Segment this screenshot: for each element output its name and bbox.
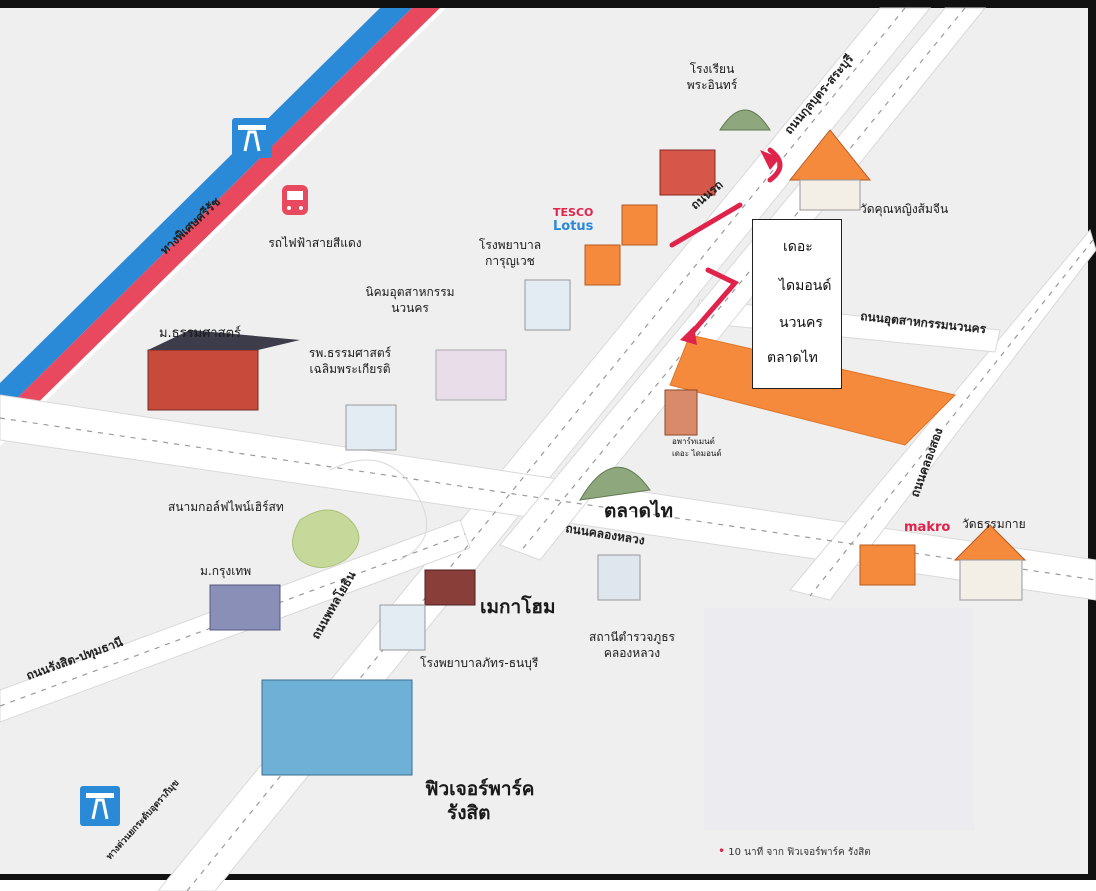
- label-wat-khun-ying: วัดคุณหญิงส้มจีน: [860, 202, 949, 216]
- label-makro: makro: [904, 520, 951, 535]
- label-talad-thai: ตลาดไท: [604, 500, 674, 522]
- police-station-building: [597, 554, 641, 601]
- route-arrowhead-1: [760, 150, 780, 170]
- route-arrowhead-2: [680, 326, 697, 345]
- bottom-border: [0, 874, 1096, 880]
- label-navanakorn-1: นิคมอุตสาหกรรม: [365, 285, 455, 299]
- road-network: [0, 7, 1096, 891]
- bangkok-u-building: [209, 584, 281, 631]
- label-red-line: รถไฟฟ้าสายสีแดง: [268, 236, 362, 250]
- label-thammasat: ม.ธรรมศาสตร์: [158, 326, 242, 341]
- karunyavej-building: [524, 279, 571, 331]
- label-thammasat-hospital-2: เฉลิมพระเกียรติ: [309, 362, 391, 376]
- route-arrow-2: [687, 267, 740, 338]
- buildings: [147, 109, 1027, 776]
- project-callout: เดอะ ไดมอนด์ นวนคร ตลาดไท: [752, 219, 842, 389]
- school-building: [659, 149, 716, 196]
- label-tesco-2: Lotus: [553, 219, 594, 234]
- right-border: [1088, 0, 1096, 891]
- shop-building: [621, 204, 658, 246]
- interchange-curve: [329, 459, 428, 561]
- callout-line-4: ตลาดไท: [767, 350, 818, 366]
- route-arrow-1: [669, 202, 743, 248]
- route-uturn: [767, 147, 783, 183]
- top-border: [0, 0, 1096, 8]
- talad-thai-dome: [579, 466, 651, 501]
- navanakorn-building: [435, 349, 507, 401]
- bottom-margin: [0, 880, 1096, 891]
- thammasat-building: [147, 349, 259, 411]
- footnote: • 10 นาที จาก ฟิวเจอร์พาร์ค รังสิต: [718, 844, 871, 860]
- callout-line-2: ไดมอนด์: [779, 278, 832, 294]
- frontage-dash: [519, 7, 966, 553]
- khlong-song-dash: [809, 239, 1094, 597]
- apartment-building: [664, 389, 698, 436]
- khlong-luang-dash: [0, 417, 1096, 581]
- highway-sign-top: [232, 118, 272, 158]
- tesco-building: [584, 244, 621, 286]
- label-school-2: พระอินทร์: [686, 78, 738, 92]
- label-phathara-hospital: โรงพยาบาลภัทร-ธนบุรี: [420, 656, 539, 670]
- label-school-1: โรงเรียน: [689, 62, 735, 76]
- label-wat-thammakai: วัดธรรมกาย: [962, 517, 1026, 531]
- train-icon: [282, 185, 308, 215]
- highway-sign-bottom: [80, 786, 120, 826]
- label-golf: สนามกอล์ฟไพน์เฮิร์สท: [168, 500, 284, 514]
- label-navanakorn-2: นวนคร: [391, 301, 429, 315]
- makro-building: [859, 544, 916, 586]
- label-apartment-2: เดอะ ไดมอนด์: [672, 449, 722, 458]
- thammasat-hospital-building: [345, 404, 397, 451]
- megahome-building: [424, 569, 476, 606]
- school-dome: [719, 109, 771, 131]
- label-bangkok-u: ม.กรุงเทพ: [200, 564, 252, 578]
- redacted-area: [704, 608, 974, 830]
- label-karunyavej-1: โรงพยาบาล: [478, 238, 542, 252]
- frontage-road: [499, 7, 987, 561]
- highway-icon: [238, 125, 266, 152]
- label-thammasat-hospital-1: รพ.ธรรมศาสตร์: [308, 346, 392, 360]
- phathara-hospital-building: [379, 604, 426, 651]
- footnote-text: 10 นาที จาก ฟิวเจอร์พาร์ค รังสิต: [728, 847, 871, 858]
- footnote-bullet: •: [718, 844, 726, 858]
- label-karunyavej-2: การุญเวช: [485, 254, 535, 268]
- callout-line-1: เดอะ: [783, 239, 813, 255]
- golf-course-shape: [292, 509, 360, 568]
- label-future-park-1: ฟิวเจอร์พาร์ค: [425, 778, 535, 800]
- project-plot: [669, 334, 956, 446]
- wat-thammakai-base: [959, 559, 1023, 601]
- thammasat-roof: [148, 330, 300, 350]
- wat-khun-ying-base: [799, 179, 861, 211]
- khlong-song-road: [789, 228, 1096, 601]
- route-arrows: [669, 147, 783, 338]
- label-future-park-2: รังสิต: [447, 802, 491, 824]
- label-apartment-1: อพาร์ทเมนต์: [672, 437, 715, 446]
- callout-line-3: นวนคร: [779, 315, 823, 331]
- phahonyothin-road: [157, 7, 932, 891]
- highway-icon: [86, 793, 114, 820]
- expressway-band: [0, 8, 446, 446]
- label-megahome: เมกาโฮม: [480, 596, 556, 618]
- expressway-edge: [0, 8, 446, 446]
- label-police-2: คลองหลวง: [603, 646, 661, 660]
- label-police-1: สถานีตำรวจภูธร: [589, 630, 675, 644]
- label-tesco-1: TESCO: [553, 206, 594, 219]
- future-park-building: [261, 679, 413, 776]
